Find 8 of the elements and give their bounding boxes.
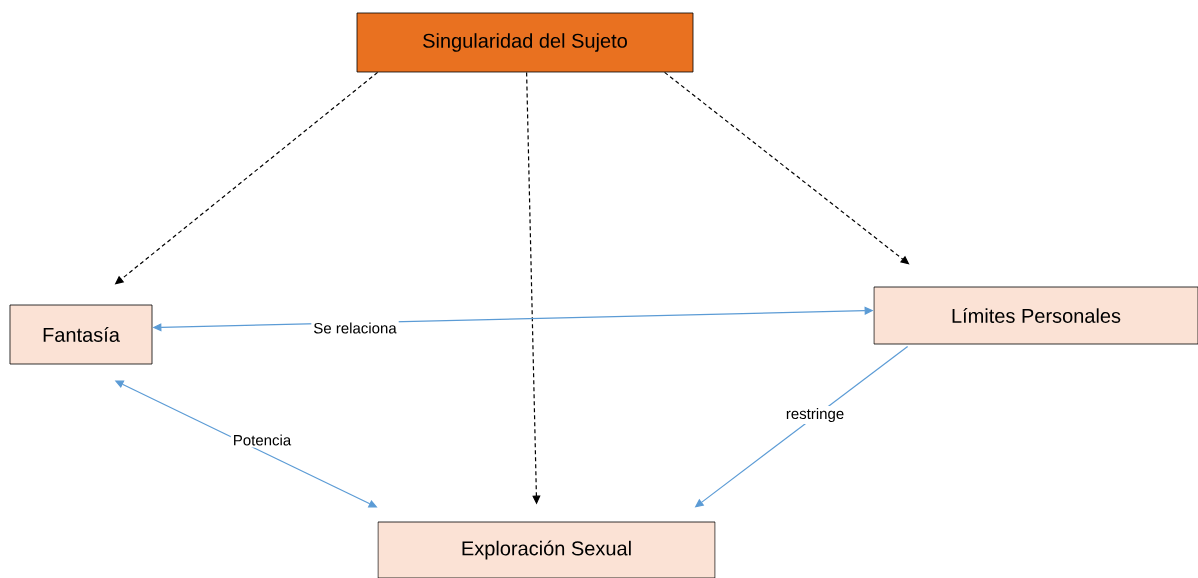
edge-label: Se relaciona (311, 320, 399, 336)
edge-label: Potencia (230, 432, 294, 448)
concept-box: Fantasía (9, 304, 153, 365)
arrow (664, 71, 910, 265)
concept-box: Límites Personales (873, 286, 1198, 345)
concept-box: Exploración Sexual (377, 521, 716, 578)
concept-box: Singularidad del Sujeto (356, 12, 694, 73)
edge-label: restringe (783, 406, 847, 424)
